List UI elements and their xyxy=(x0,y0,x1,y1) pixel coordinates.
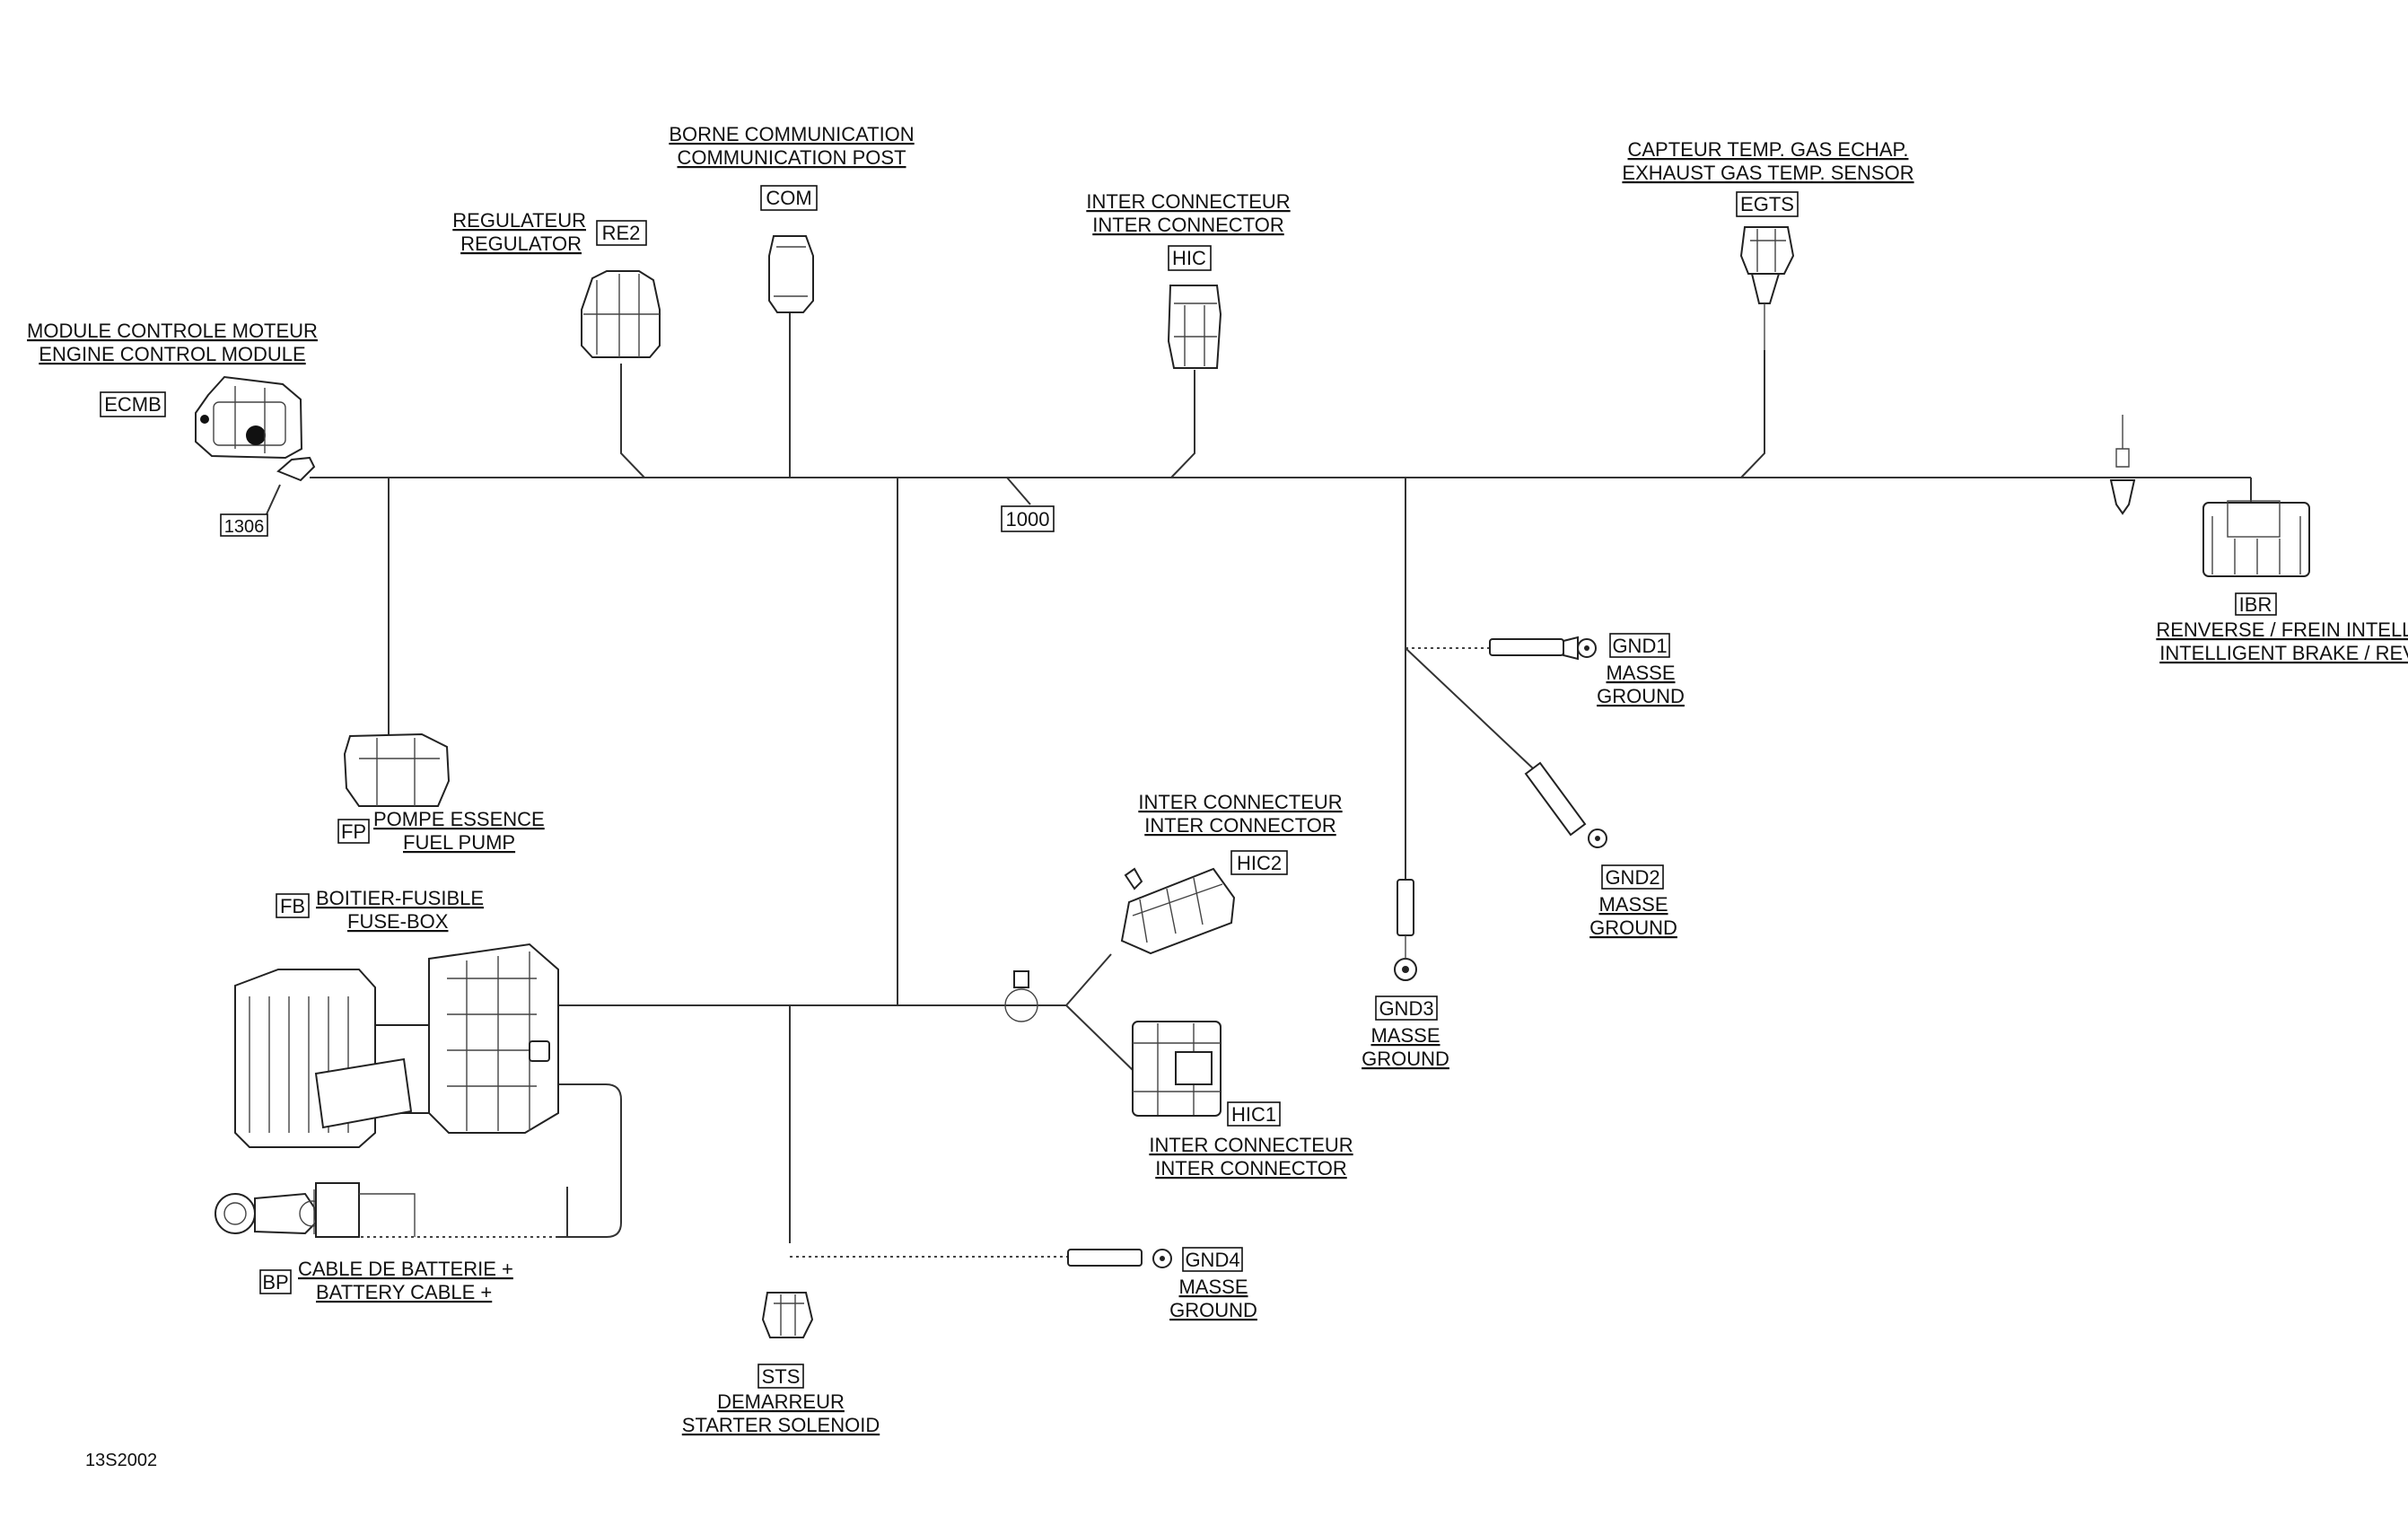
gnd1-label-en: GROUND xyxy=(1597,685,1685,707)
gnd3-label-fr: MASSE xyxy=(1370,1024,1440,1047)
egts-sensor-drawing xyxy=(1739,226,1795,350)
hic-connector-drawing xyxy=(1167,285,1222,369)
gnd4-label-fr: MASSE xyxy=(1178,1276,1248,1298)
fp-tag: FP xyxy=(341,820,366,843)
fuel-pump-connector-drawing xyxy=(343,732,451,807)
hic2-connector-drawing xyxy=(1120,867,1236,955)
ecmb-connector-drawing xyxy=(195,375,316,517)
harness-wires xyxy=(310,312,2252,1258)
gnd3-tag: GND3 xyxy=(1379,997,1433,1020)
gnd2-label-en: GROUND xyxy=(1589,916,1677,939)
connector-labels: MODULE CONTROLE MOTEUR ENGINE CONTROL MO… xyxy=(27,123,2408,1436)
re2-label-en: REGULATOR xyxy=(460,232,582,255)
hic1-connector-drawing xyxy=(1132,1021,1222,1117)
hic1-label-fr: INTER CONNECTEUR xyxy=(1149,1134,1353,1156)
connector-tags: ECMB 1306 RE2 COM HIC EGTS 1000 IBR GND1… xyxy=(100,185,2277,1389)
gnd3-ring-terminal-drawing xyxy=(1394,879,1417,981)
harness-main-tag: 1000 xyxy=(1006,508,1050,531)
fp-label-en: FUEL PUMP xyxy=(403,831,515,854)
drawing-number: 13S2002 xyxy=(85,1451,157,1470)
gnd2-label-fr: MASSE xyxy=(1598,893,1668,916)
ibr-label-fr: RENVERSE / FREIN INTELLIGENT xyxy=(2156,618,2408,641)
gnd2-tag: GND2 xyxy=(1605,866,1659,889)
battery-cable-drawing xyxy=(215,1182,416,1238)
bp-label-fr: CABLE DE BATTERIE + xyxy=(298,1258,513,1280)
ecmb-sub-tag: 1306 xyxy=(224,517,265,537)
hic1-label-en: INTER CONNECTOR xyxy=(1155,1157,1347,1180)
fb-tag: FB xyxy=(280,895,305,917)
re2-connector-drawing xyxy=(581,270,661,358)
fb-label-fr: BOITIER-FUSIBLE xyxy=(316,887,484,909)
gnd4-tag: GND4 xyxy=(1185,1249,1239,1271)
gnd3-label-en: GROUND xyxy=(1362,1048,1449,1070)
egts-label-en: EXHAUST GAS TEMP. SENSOR xyxy=(1622,162,1913,184)
egts-label-fr: CAPTEUR TEMP. GAS ECHAP. xyxy=(1628,138,1909,161)
hic-tag: HIC xyxy=(1172,247,1206,269)
com-connector-drawing xyxy=(768,235,814,313)
ecmb-label-en: ENGINE CONTROL MODULE xyxy=(39,343,305,365)
sts-tag: STS xyxy=(762,1365,801,1388)
hic2-label-fr: INTER CONNECTEUR xyxy=(1138,791,1342,813)
re2-tag: RE2 xyxy=(602,222,641,244)
ecmb-label-fr: MODULE CONTROLE MOTEUR xyxy=(27,320,318,342)
gnd4-ring-terminal-drawing xyxy=(1067,1249,1172,1268)
bp-label-en: BATTERY CABLE + xyxy=(316,1281,492,1303)
sts-label-fr: DEMARREUR xyxy=(717,1390,845,1413)
gnd1-tag: GND1 xyxy=(1612,635,1667,657)
ibr-label-en: INTELLIGENT BRAKE / REVERSE xyxy=(2159,642,2408,664)
fuse-box-drawing xyxy=(234,943,559,1148)
hic1-tag: HIC1 xyxy=(1231,1103,1276,1126)
fp-label-fr: POMPE ESSENCE xyxy=(373,808,545,830)
ibr-tag: IBR xyxy=(2239,593,2272,616)
starter-solenoid-connector-drawing xyxy=(761,1292,814,1338)
hic-label-fr: INTER CONNECTEUR xyxy=(1086,190,1290,213)
egts-tag: EGTS xyxy=(1740,193,1794,215)
gnd4-label-en: GROUND xyxy=(1169,1299,1257,1321)
com-label-fr: BORNE COMMUNICATION xyxy=(669,123,914,145)
sts-label-en: STARTER SOLENOID xyxy=(682,1414,880,1436)
hic2-label-en: INTER CONNECTOR xyxy=(1144,814,1336,837)
gnd1-label-fr: MASSE xyxy=(1606,662,1675,684)
com-label-en: COMMUNICATION POST xyxy=(677,146,906,169)
fb-label-en: FUSE-BOX xyxy=(347,910,449,933)
ibr-connector-drawing xyxy=(2109,415,2310,577)
hic-label-en: INTER CONNECTOR xyxy=(1092,214,1284,236)
gnd2-ring-terminal-drawing xyxy=(1524,761,1607,848)
re2-label-fr: REGULATEUR xyxy=(452,209,586,232)
hic2-tag: HIC2 xyxy=(1237,852,1282,874)
ecmb-tag: ECMB xyxy=(104,393,162,416)
gnd1-ring-terminal-drawing xyxy=(1489,636,1597,661)
bp-tag: BP xyxy=(262,1271,288,1294)
harness-clip-drawing xyxy=(1004,970,1038,1022)
com-tag: COM xyxy=(766,187,811,209)
